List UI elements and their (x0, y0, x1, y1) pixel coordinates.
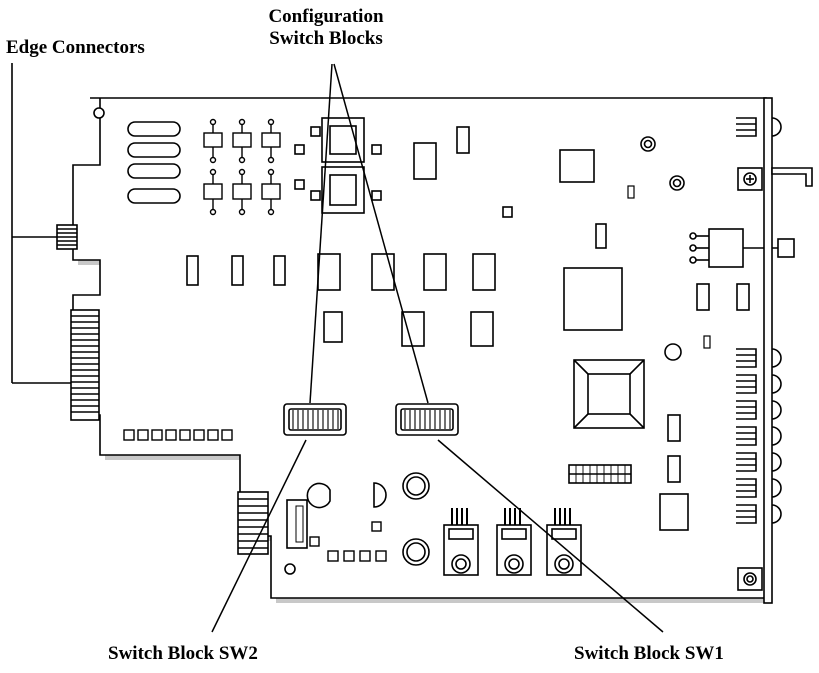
configuration-label-line2: Switch Blocks (269, 28, 383, 49)
ic-square-top (559, 149, 595, 183)
ic-processor (563, 267, 623, 331)
to220-regulator-2 (496, 508, 532, 576)
switch-block-sw2-label: Switch Block SW2 (108, 643, 258, 664)
small-squares-top (294, 126, 513, 218)
switch-block-sw2 (283, 403, 347, 436)
small-vertical-connector (286, 499, 308, 549)
switch-block-sw1-label: Switch Block SW1 (574, 643, 724, 664)
right-side-ports (736, 117, 782, 524)
ic-large-chip (573, 359, 645, 429)
edge-connectors-label: Edge Connectors (6, 37, 145, 58)
socket-ic-bottom (321, 166, 365, 214)
regulator-right (689, 228, 795, 268)
mount-hole (93, 107, 105, 119)
socket-ic-top (321, 117, 365, 163)
capacitors (284, 136, 685, 575)
header-pins (568, 464, 632, 484)
to220-regulator-3 (546, 508, 582, 576)
misc-chips (186, 126, 750, 531)
front-bracket (737, 97, 813, 604)
small-squares-row-bottom (309, 521, 387, 562)
configuration-label-line1: Configuration (268, 6, 384, 27)
capsule-components (127, 121, 181, 204)
tiny-leds (627, 185, 711, 349)
edge-connector-small (56, 224, 78, 250)
callout-lines (211, 63, 664, 633)
switch-block-sw1 (395, 403, 459, 436)
edge-connectors-bracket (11, 63, 71, 384)
to220-regulator-1 (443, 508, 479, 576)
edge-connector-lower (237, 491, 269, 555)
small-squares-row-left (123, 429, 233, 441)
configuration-switch-blocks-label: Configuration Switch Blocks (236, 6, 416, 50)
edge-connector-large (70, 309, 100, 421)
diode-array (203, 118, 281, 216)
